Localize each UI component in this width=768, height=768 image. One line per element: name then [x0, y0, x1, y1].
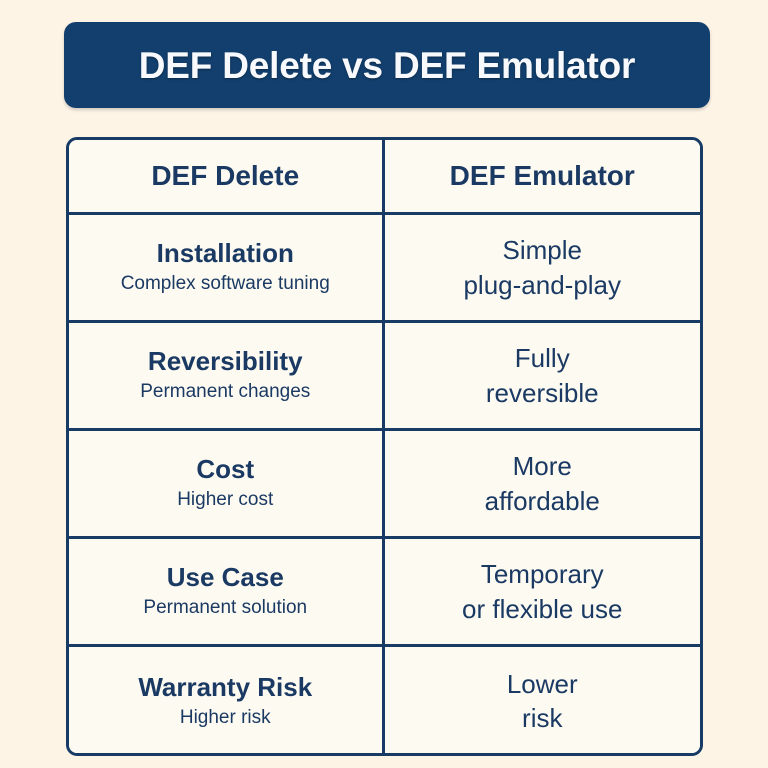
cell-def-delete: Cost Higher cost — [69, 431, 385, 536]
cell-def-delete: Installation Complex software tuning — [69, 215, 385, 320]
column-header-def-delete: DEF Delete — [69, 140, 385, 212]
cell-def-delete: Warranty Risk Higher risk — [69, 647, 385, 753]
cell-def-emulator: Temporary or flexible use — [384, 539, 700, 644]
column-header-def-emulator: DEF Emulator — [384, 140, 700, 212]
feature-detail: Higher cost — [177, 489, 274, 511]
table-row: Cost Higher cost More affordable — [69, 431, 700, 539]
table-header-row: DEF Delete DEF Emulator — [69, 140, 700, 215]
feature-detail: Higher risk — [179, 706, 271, 728]
comparison-table: DEF Delete DEF Emulator Installation Com… — [66, 137, 703, 756]
column-header-label: DEF Emulator — [449, 159, 635, 191]
table-row: Installation Complex software tuning Sim… — [69, 215, 700, 323]
value-line-1: More — [512, 451, 572, 482]
page-title: DEF Delete vs DEF Emulator — [138, 44, 636, 86]
cell-def-emulator: More affordable — [384, 431, 700, 536]
value-line-1: Lower — [506, 668, 578, 699]
table-row: Reversibility Permanent changes Fully re… — [69, 323, 700, 431]
value-line-1: Fully — [514, 343, 570, 374]
feature-detail: Complex software tuning — [120, 273, 330, 295]
value-line-2: plug-and-play — [463, 269, 622, 300]
value-line-2: or flexible use — [462, 593, 623, 624]
cell-def-delete: Use Case Permanent solution — [69, 539, 385, 644]
cell-def-delete: Reversibility Permanent changes — [69, 323, 385, 428]
cell-def-emulator: Simple plug-and-play — [384, 215, 700, 320]
feature-name: Reversibility — [147, 346, 303, 377]
value-line-2: risk — [522, 703, 563, 733]
value-line-2: affordable — [484, 485, 600, 516]
cell-def-emulator: Fully reversible — [384, 323, 700, 428]
value-line-1: Temporary — [480, 559, 604, 590]
table-row: Warranty Risk Higher risk Lower risk — [69, 647, 700, 753]
cell-def-emulator: Lower risk — [384, 647, 700, 753]
feature-name: Installation — [156, 238, 294, 269]
feature-name: Cost — [196, 454, 255, 485]
feature-name: Use Case — [166, 562, 284, 593]
column-header-label: DEF Delete — [151, 159, 300, 191]
value-line-2: reversible — [485, 377, 599, 408]
value-line-1: Simple — [502, 235, 582, 266]
feature-detail: Permanent solution — [143, 597, 308, 619]
table-row: Use Case Permanent solution Temporary or… — [69, 539, 700, 647]
title-banner: DEF Delete vs DEF Emulator — [64, 22, 710, 108]
feature-detail: Permanent changes — [140, 381, 311, 403]
feature-name: Warranty Risk — [138, 671, 313, 702]
